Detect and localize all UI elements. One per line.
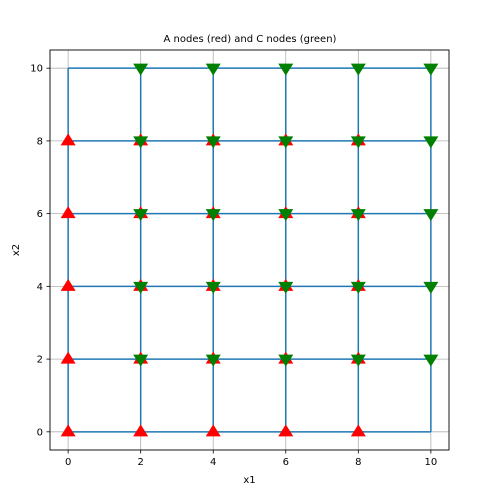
red-triangle-up-marker [133, 424, 149, 437]
series-1 [133, 63, 439, 367]
x-tick-label: 4 [210, 457, 216, 468]
green-triangle-down-marker [205, 209, 221, 222]
green-triangle-down-marker [350, 136, 366, 149]
green-triangle-down-marker [205, 63, 221, 76]
red-triangle-up-marker [60, 133, 76, 146]
grid-layer [50, 50, 449, 450]
green-triangle-down-marker [423, 281, 439, 294]
y-tick-label: 4 [37, 282, 43, 293]
y-tick-label: 0 [37, 427, 43, 438]
green-triangle-down-marker [133, 354, 149, 367]
x-tick-label: 2 [137, 457, 143, 468]
green-triangle-down-marker [350, 281, 366, 294]
green-triangle-down-marker [350, 209, 366, 222]
y-tick-label: 10 [30, 64, 43, 75]
green-triangle-down-marker [278, 209, 294, 222]
green-triangle-down-marker [205, 354, 221, 367]
green-triangle-down-marker [278, 136, 294, 149]
green-triangle-down-marker [423, 136, 439, 149]
mesh-layer [67, 67, 432, 433]
y-tick-label: 2 [37, 355, 43, 366]
green-triangle-down-marker [205, 136, 221, 149]
green-triangle-down-marker [350, 354, 366, 367]
y-tick-label: 8 [37, 136, 43, 147]
green-triangle-down-marker [423, 354, 439, 367]
plot-frame [49, 49, 450, 451]
x-tick-label: 0 [65, 457, 71, 468]
red-triangle-up-marker [350, 424, 366, 437]
green-triangle-down-marker [278, 63, 294, 76]
green-triangle-down-marker [133, 209, 149, 222]
green-triangle-down-marker [423, 63, 439, 76]
red-triangle-up-marker [60, 351, 76, 364]
red-triangle-up-marker [60, 424, 76, 437]
green-triangle-down-marker [133, 136, 149, 149]
x-axis-label: x1 [243, 475, 255, 486]
red-triangle-up-marker [205, 424, 221, 437]
x-tick-label: 8 [355, 457, 361, 468]
x-axis-ticks: 0 2 4 6 8 10 [65, 450, 437, 468]
series-layer [60, 63, 439, 437]
green-triangle-down-marker [278, 354, 294, 367]
red-triangle-up-marker [60, 206, 76, 219]
x-tick-label: 10 [424, 457, 437, 468]
y-tick-label: 6 [37, 209, 43, 220]
green-triangle-down-marker [133, 63, 149, 76]
red-triangle-up-marker [60, 278, 76, 291]
y-axis-ticks: 0 2 4 6 8 10 [30, 64, 50, 438]
y-axis-label: x2 [11, 244, 22, 256]
green-triangle-down-marker [205, 281, 221, 294]
green-triangle-down-marker [133, 281, 149, 294]
green-triangle-down-marker [350, 63, 366, 76]
red-triangle-up-marker [278, 424, 294, 437]
green-triangle-down-marker [423, 209, 439, 222]
green-triangle-down-marker [278, 281, 294, 294]
chart-title: A nodes (red) and C nodes (green) [164, 34, 337, 45]
x-tick-label: 6 [283, 457, 289, 468]
